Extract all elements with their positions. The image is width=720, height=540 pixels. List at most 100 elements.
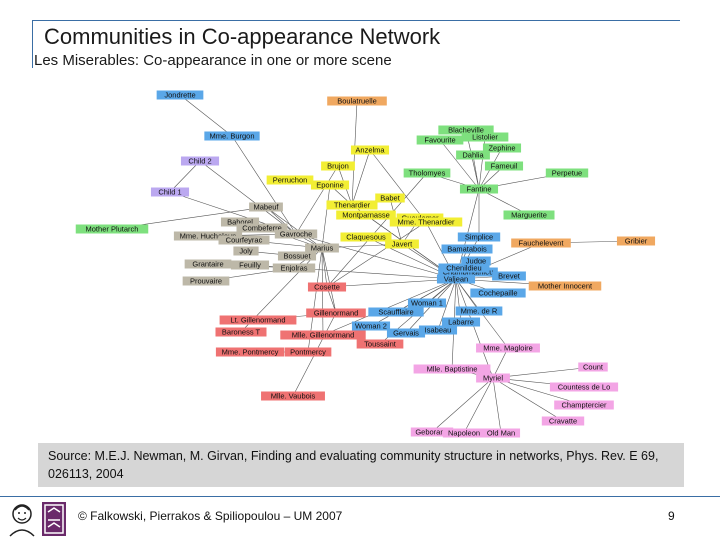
node-mllevaubois: Mlle. Vaubois — [261, 391, 325, 401]
edge-child2-gavroche — [199, 160, 297, 235]
node-box — [368, 307, 424, 317]
node-baronesst: Baroness T — [215, 327, 267, 337]
edge-marguerite-fantine — [478, 188, 530, 216]
university-logo-icon — [42, 502, 66, 536]
node-box — [541, 416, 585, 426]
node-label: Gervais — [393, 329, 419, 338]
edge-zephine-fantine — [478, 147, 503, 190]
node-box — [277, 251, 317, 261]
node-box — [455, 306, 503, 316]
node-label: Bamatabois — [447, 245, 487, 254]
node-label: Champtercier — [561, 401, 607, 410]
node-babet: Babet — [375, 193, 405, 203]
node-box — [218, 235, 270, 245]
node-woman2: Woman 2 — [351, 321, 391, 331]
node-box — [327, 96, 387, 106]
node-mmepontmercy: Mme. Pontmercy — [215, 347, 285, 357]
node-box — [272, 263, 316, 273]
node-label: Combeferre — [242, 224, 282, 233]
node-label: Mme. Pontmercy — [222, 348, 279, 357]
edge-champtercier-myriel — [492, 377, 585, 406]
node-child1: Child 1 — [150, 187, 190, 197]
edge-gavroche-marius — [295, 233, 323, 249]
node-thenardier: Thenardier — [326, 200, 378, 210]
node-label: Woman 2 — [355, 322, 387, 331]
edge-baronesst-marius — [240, 247, 323, 333]
node-box — [442, 428, 486, 438]
node-motherplutarch: Mother Plutarch — [75, 224, 149, 234]
node-box — [476, 373, 510, 383]
edge-simplice-valjean — [455, 236, 480, 280]
node-label: Mabeuf — [253, 203, 279, 212]
node-champmathieu: Champmathieu — [438, 267, 498, 277]
node-box — [386, 328, 426, 338]
node-box — [528, 281, 602, 291]
node-toussaint: Toussaint — [356, 339, 404, 349]
node-brujon: Brujon — [321, 161, 355, 171]
node-label: Countess de Lo — [558, 383, 611, 392]
node-label: Thenardier — [334, 201, 371, 210]
edge-gillenormand-marius — [321, 247, 337, 314]
node-label: Javert — [392, 240, 413, 249]
node-box — [350, 145, 390, 155]
node-anzelma: Anzelma — [350, 145, 390, 155]
node-labaronne: Labarre — [441, 317, 481, 327]
node-label: Pontmercy — [290, 348, 326, 357]
node-box — [407, 298, 447, 308]
node-label: Dahlia — [462, 151, 484, 160]
node-label: Mme. Hucheloup — [180, 232, 237, 241]
node-box — [351, 321, 391, 331]
node-fantine: Fantine — [459, 184, 499, 194]
node-label: Count — [583, 363, 604, 372]
node-label: Old Man — [487, 429, 515, 438]
edge-woman1-valjean — [426, 278, 457, 304]
node-label: Bossuet — [283, 252, 311, 261]
node-label: Fameuil — [491, 162, 518, 171]
edge-brujon-thenardier — [337, 165, 353, 206]
edge-enjolras-marius — [293, 247, 323, 269]
node-label: Perruchon — [273, 176, 308, 185]
node-bahorel: Bahorel — [220, 217, 260, 227]
slide-title: Communities in Co-appearance Network — [44, 24, 441, 49]
node-label: Jondrette — [164, 91, 195, 100]
edge-mabeuf-marius — [265, 206, 323, 249]
node-motherinnocent: Mother Innocent — [528, 281, 602, 291]
edge-javert-marius — [321, 243, 403, 249]
edge-mmeburgon-gavroche — [231, 135, 297, 235]
edge-feuilly-enjolras — [249, 264, 295, 269]
node-box — [549, 382, 619, 392]
node-mllegillenormand: Mlle. Gillenormand — [280, 330, 366, 340]
edge-gribier-fauchelevent — [540, 240, 637, 244]
slide-subtitle: Les Miserables: Co-appearance in one or … — [34, 52, 392, 69]
edge-anzelma-mmethenardier — [369, 149, 427, 223]
edge-gillenormand-cosette — [326, 286, 337, 314]
node-label: Lt. Gillenormand — [230, 316, 285, 325]
node-label: Gavroche — [280, 230, 313, 239]
node-box — [215, 347, 285, 357]
node-box — [336, 210, 396, 220]
node-mabeuf: Mabeuf — [249, 202, 283, 212]
node-label: Cravatte — [549, 417, 577, 426]
node-label: Prouvaire — [190, 277, 222, 286]
edge-courfeyrac-marius — [243, 239, 323, 249]
node-eponine: Eponine — [310, 180, 350, 190]
node-label: Blacheville — [448, 126, 484, 135]
edge-gavroche-valjean — [295, 233, 457, 280]
node-gueulemer: Gueulemer — [396, 213, 444, 223]
node-box — [436, 274, 476, 284]
node-jondrette: Jondrette — [156, 90, 204, 100]
node-box — [438, 263, 490, 273]
edge-mllevaubois-gillenormand — [292, 312, 337, 397]
edge-chenildieu-valjean — [455, 267, 465, 280]
node-box — [418, 325, 458, 335]
node-label: Mother Plutarch — [86, 225, 139, 234]
edge-mabeuf-gavroche — [265, 206, 297, 235]
edge-favourite-fantine — [439, 139, 480, 190]
node-label: Mme. de R — [461, 307, 498, 316]
node-label: Boulatruelle — [337, 97, 377, 106]
node-feuilly: Feuilly — [230, 260, 270, 270]
node-label: Babet — [380, 194, 401, 203]
node-label: Child 2 — [188, 157, 211, 166]
node-box — [356, 339, 404, 349]
node-cosette: Cosette — [307, 282, 347, 292]
